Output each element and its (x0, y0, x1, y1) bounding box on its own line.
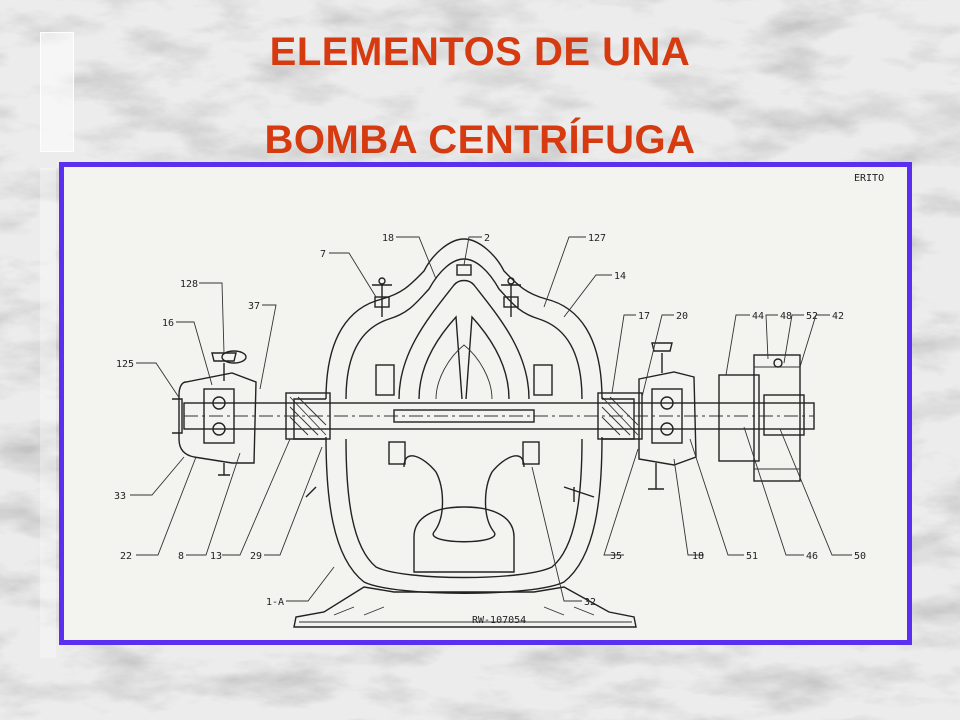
right-bearing-ball-bottom (660, 422, 674, 436)
callout-128: 128 (180, 279, 198, 290)
coupling-bolts (754, 366, 800, 470)
callout-42: 42 (832, 311, 844, 322)
vent-valve-right (501, 277, 521, 317)
upper-casing-inner (345, 258, 583, 400)
packing-hatch-left (289, 396, 327, 436)
callout-51: 51 (746, 551, 758, 562)
callout-leaders (130, 236, 852, 602)
callout-7: 7 (320, 249, 326, 260)
left-bearing (203, 388, 235, 444)
left-drain (218, 463, 230, 476)
vent-valve-left (372, 277, 392, 317)
callout-18: 18 (382, 233, 394, 244)
callout-1-a: 1-A (266, 597, 284, 608)
left-oiler-cup (221, 350, 247, 364)
callout-125: 125 (116, 359, 134, 370)
impeller-vane-right (465, 315, 510, 400)
suction-eye (403, 455, 525, 543)
callout-37: 37 (248, 301, 260, 312)
decorative-side-bar (40, 32, 74, 152)
coupling-hub (763, 394, 805, 436)
callout-46: 46 (806, 551, 818, 562)
coupling-half-pump (718, 374, 760, 462)
right-drain (648, 463, 664, 490)
right-oiler (651, 342, 673, 373)
pump-drawing (172, 238, 815, 628)
wear-ring-lower-right (522, 441, 540, 465)
left-bearing-housing (178, 372, 257, 464)
callout-17: 17 (638, 311, 650, 322)
callout-18-b: 18 (692, 551, 704, 562)
base-hatch-marks (333, 606, 595, 616)
callout-14: 14 (614, 271, 626, 282)
lower-casing (325, 436, 603, 594)
callout-127: 127 (588, 233, 606, 244)
impeller (398, 279, 530, 400)
wear-ring-lower-left (388, 441, 406, 465)
right-bearing-ball-top (660, 396, 674, 410)
drawing-number: RW-107054 (472, 615, 526, 626)
corner-code: ERITO (854, 173, 884, 184)
callout-labels: 18 2 127 7 14 128 37 16 125 17 20 44 48 … (114, 233, 866, 608)
callout-20: 20 (676, 311, 688, 322)
callout-8: 8 (178, 551, 184, 562)
callout-29: 29 (250, 551, 262, 562)
coupling-half-motor (753, 354, 801, 482)
coupling-bolt-top (773, 358, 783, 368)
slide-title-line2: BOMBA CENTRÍFUGA (264, 118, 696, 162)
callout-44: 44 (752, 311, 764, 322)
impeller-eye (435, 344, 493, 400)
lower-casing-inner (345, 438, 583, 579)
pump-cross-section-diagram: 18 2 127 7 14 128 37 16 125 17 20 44 48 … (114, 173, 884, 628)
callout-48: 48 (780, 311, 792, 322)
wear-ring-left (375, 364, 395, 396)
impeller-vane-left (418, 315, 463, 400)
left-bearing-ball-bottom (212, 422, 226, 436)
left-bearing-ball-top (212, 396, 226, 410)
left-end-cap (172, 398, 183, 434)
callout-2: 2 (484, 233, 490, 244)
casing-flange-right (602, 398, 635, 440)
callout-52: 52 (806, 311, 818, 322)
callout-13: 13 (210, 551, 222, 562)
pump-diagram-frame: 18 2 127 7 14 128 37 16 125 17 20 44 48 … (59, 162, 912, 645)
callout-33: 33 (114, 491, 126, 502)
top-plug (456, 264, 472, 276)
slide-title-line1: ELEMENTOS DE UNA (269, 30, 691, 74)
right-bearing-housing (638, 371, 697, 466)
casing-bolt-right (563, 486, 595, 502)
wear-ring-right (533, 364, 553, 396)
decorative-side-bar-lower (40, 168, 56, 658)
suction-chamber (413, 506, 515, 573)
callout-32: 32 (584, 597, 596, 608)
callout-35: 35 (610, 551, 622, 562)
left-oiler (211, 352, 237, 381)
callout-22: 22 (120, 551, 132, 562)
callout-16: 16 (162, 318, 174, 329)
packing-hatch-right (601, 396, 639, 436)
casing-bolt-left (305, 486, 317, 498)
callout-50: 50 (854, 551, 866, 562)
shaft-sleeve-key (393, 409, 535, 423)
upper-casing (325, 238, 603, 400)
pump-base (293, 586, 637, 628)
casing-flange-left (293, 398, 326, 440)
right-bearing (651, 388, 683, 444)
